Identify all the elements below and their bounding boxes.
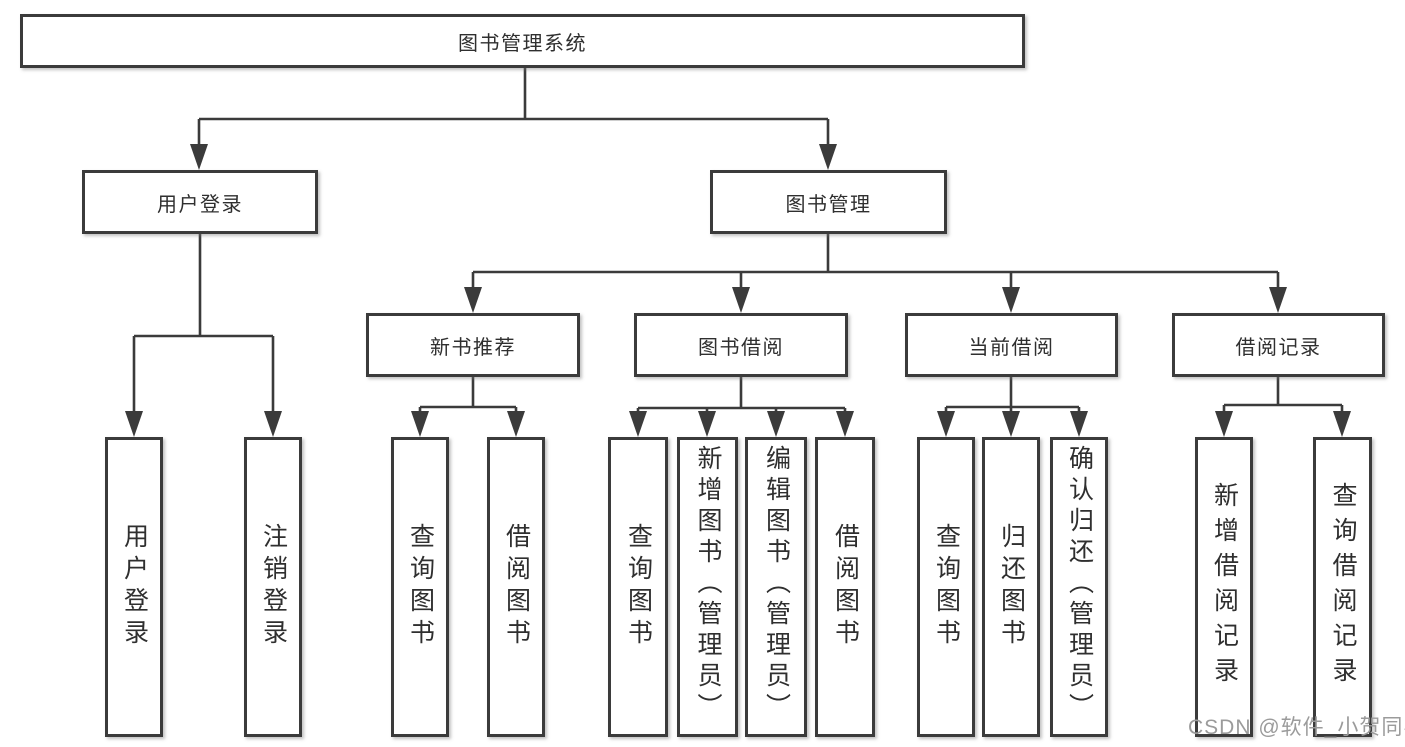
leaf-query-books-borrowing-label: 查询图书 [624, 523, 653, 651]
leaf-borrow-books: 借阅图书 [815, 437, 875, 737]
node-book-management: 图书管理 [710, 170, 947, 234]
arrowhead-down-icon [937, 411, 955, 437]
arrowhead-down-icon [190, 144, 208, 170]
arrowhead-down-icon [819, 144, 837, 170]
node-book-borrowing-label: 图书借阅 [698, 336, 784, 359]
leaf-query-books-current: 查询图书 [917, 437, 975, 737]
arrowhead-down-icon [264, 411, 282, 437]
leaf-confirm-return-admin: 确认归还（管理员） [1050, 437, 1108, 737]
leaf-edit-books-admin: 编辑图书（管理员） [745, 437, 807, 737]
node-new-book-recommendation: 新书推荐 [366, 313, 580, 377]
node-user-login-label: 用户登录 [157, 193, 243, 216]
arrowhead-down-icon [629, 411, 647, 437]
arrowhead-down-icon [1002, 411, 1020, 437]
arrowhead-down-icon [464, 287, 482, 313]
arrowhead-down-icon [1215, 411, 1233, 437]
leaf-logout-label: 注销登录 [259, 523, 288, 651]
arrowhead-down-icon [507, 411, 525, 437]
arrowhead-down-icon [1002, 287, 1020, 313]
arrowhead-down-icon [411, 411, 429, 437]
node-book-borrowing: 图书借阅 [634, 313, 848, 377]
leaf-user-login: 用户登录 [105, 437, 163, 737]
arrowhead-down-icon [1333, 411, 1351, 437]
arrowhead-down-icon [767, 411, 785, 437]
node-new-book-recommendation-label: 新书推荐 [430, 336, 516, 359]
leaf-query-books-recommend-label: 查询图书 [406, 523, 435, 651]
node-book-management-label: 图书管理 [785, 193, 872, 216]
leaf-add-borrow-record-label: 新增借阅记录 [1210, 482, 1239, 692]
arrowhead-down-icon [698, 411, 716, 437]
leaf-query-books-borrowing: 查询图书 [608, 437, 668, 737]
node-borrowing-records: 借阅记录 [1172, 313, 1385, 377]
arrowhead-down-icon [836, 411, 854, 437]
node-borrowing-records-label: 借阅记录 [1235, 336, 1322, 359]
node-user-login: 用户登录 [82, 170, 318, 234]
leaf-query-books-current-label: 查询图书 [932, 523, 961, 651]
node-current-borrowing: 当前借阅 [905, 313, 1118, 377]
leaf-borrow-books-recommend: 借阅图书 [487, 437, 545, 737]
leaf-borrow-books-recommend-label: 借阅图书 [502, 523, 531, 651]
leaf-confirm-return-admin-label: 确认归还（管理员） [1065, 445, 1094, 724]
leaf-query-books-recommend: 查询图书 [391, 437, 449, 737]
arrowhead-down-icon [1070, 411, 1088, 437]
arrowhead-down-icon [125, 411, 143, 437]
arrowhead-down-icon [1269, 287, 1287, 313]
leaf-borrow-books-label: 借阅图书 [831, 523, 860, 651]
leaf-add-books-admin-label: 新增图书（管理员） [694, 445, 722, 724]
leaf-return-books-label: 归还图书 [997, 523, 1026, 651]
leaf-user-login-label: 用户登录 [120, 523, 149, 651]
leaf-query-borrow-record: 查询借阅记录 [1313, 437, 1372, 737]
leaf-add-books-admin: 新增图书（管理员） [677, 437, 738, 737]
node-book-management-system: 图书管理系统 [20, 14, 1025, 68]
node-book-management-system-label: 图书管理系统 [458, 32, 587, 55]
leaf-edit-books-admin-label: 编辑图书（管理员） [762, 445, 791, 724]
leaf-return-books: 归还图书 [982, 437, 1040, 737]
csdn-watermark: CSDN @软件_小贺同学 [1188, 716, 1405, 739]
leaf-query-borrow-record-label: 查询借阅记录 [1329, 482, 1357, 692]
leaf-logout: 注销登录 [244, 437, 302, 737]
leaf-add-borrow-record: 新增借阅记录 [1195, 437, 1253, 737]
node-current-borrowing-label: 当前借阅 [968, 336, 1055, 359]
arrowhead-down-icon [732, 287, 750, 313]
